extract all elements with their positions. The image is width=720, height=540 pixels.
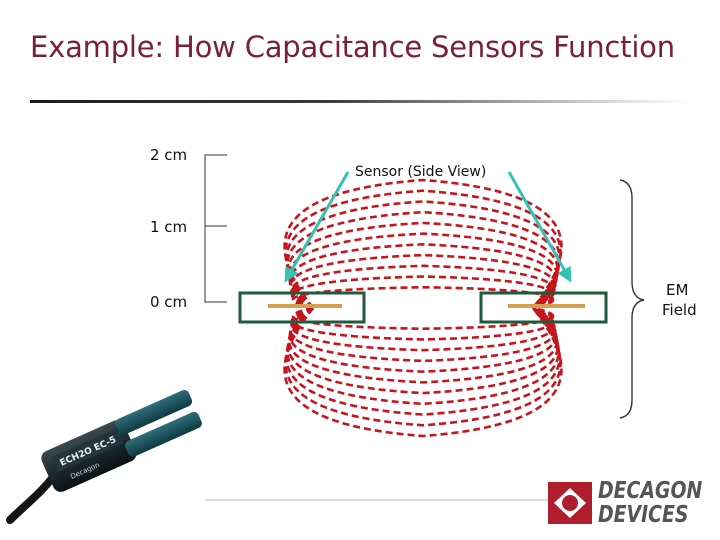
probe-image: ECH2O EC-5 Decagon (6, 389, 202, 524)
sensor-right (479, 291, 608, 324)
scale-label-2cm: 2 cm (150, 146, 188, 164)
scale-label-1cm: 1 cm (150, 218, 188, 236)
field-line-upper-1 (291, 285, 555, 310)
em-field-brace (619, 179, 645, 419)
scale-label-0cm: 0 cm (150, 293, 188, 311)
field-line-upper-11 (283, 178, 563, 309)
height-scale (204, 154, 227, 303)
logo-text-devices: DEVICES (598, 502, 689, 528)
field-line-lower-10 (284, 307, 562, 427)
field-line-lower-1 (291, 306, 555, 331)
pointer-arrow-left (284, 171, 350, 283)
slide-title: Example: How Capacitance Sensors Functio… (30, 30, 675, 64)
em-field-label-line2: Field (662, 301, 697, 319)
em-field-label: EM Field (662, 280, 697, 320)
logo-text-decagon: DECAGON (598, 478, 703, 504)
pointer-arrow-right (507, 171, 572, 283)
sensor-side-view-label: Sensor (Side View) (355, 164, 487, 180)
field-line-lower-11 (283, 307, 563, 438)
title-rule (30, 100, 690, 103)
sensor-left (238, 291, 366, 324)
decagon-logo (205, 482, 592, 524)
em-field-label-line1: EM (666, 281, 689, 299)
